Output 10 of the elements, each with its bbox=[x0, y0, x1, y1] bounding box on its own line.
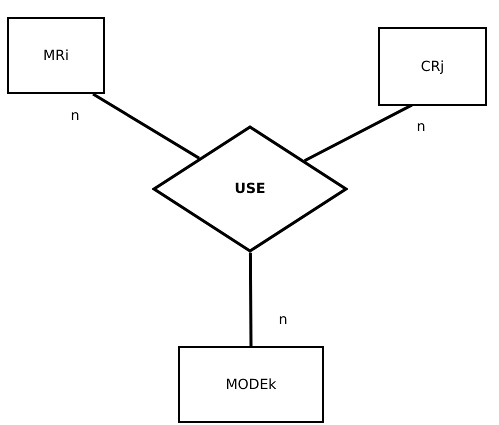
connector-line bbox=[92, 92, 200, 160]
connector-line bbox=[304, 104, 413, 162]
connector-line bbox=[248, 252, 252, 346]
entity-box bbox=[378, 27, 487, 106]
entity-box bbox=[178, 346, 324, 423]
node-label: MRi bbox=[43, 48, 69, 64]
node-label: CRj bbox=[420, 58, 444, 74]
node-label: USE bbox=[234, 181, 266, 197]
entity-box bbox=[7, 17, 105, 94]
node-label: MODEk bbox=[226, 376, 276, 392]
